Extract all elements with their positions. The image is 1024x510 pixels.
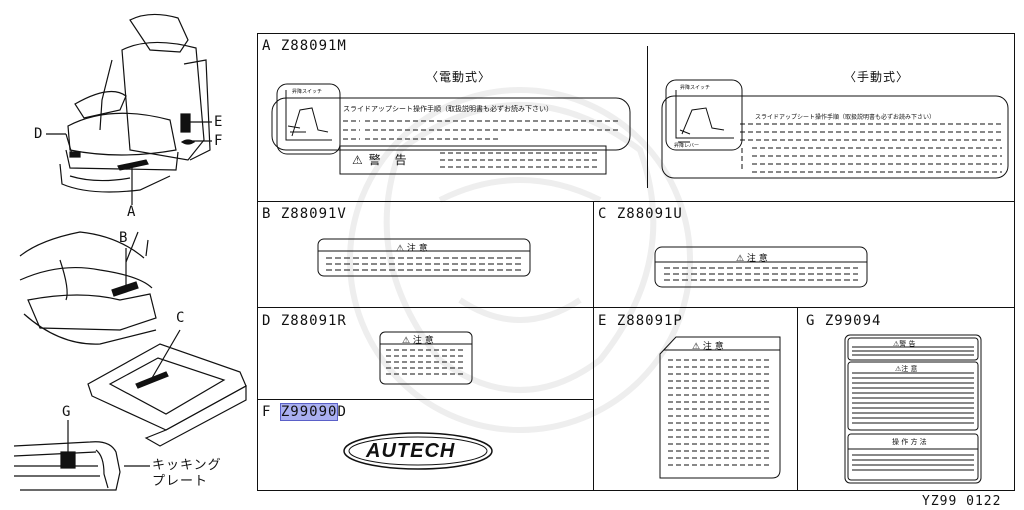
panel-a-manual-instruction: スライドアップシート操作手順（取扱説明書も必ずお読み下さい） — [755, 114, 936, 121]
label-d — [379, 331, 473, 385]
panel-b-header: B Z88091V — [262, 206, 347, 222]
panel-e-caution: ⚠ 注 意 — [692, 342, 724, 352]
label-c — [654, 246, 868, 288]
panel-grid — [257, 33, 1015, 491]
panel-g-caution: ⚠注 意 — [895, 365, 918, 373]
autech-logo-text: AUTECH — [366, 440, 456, 462]
panel-d-caution: ⚠ 注 意 — [402, 336, 434, 346]
figure-code: YZ99 0122 — [922, 494, 1002, 509]
panel-f-prefix: F — [262, 404, 281, 420]
callout-e: E — [214, 114, 224, 130]
callout-b: B — [119, 230, 129, 246]
panel-g-warning: ⚠警 告 — [893, 340, 916, 348]
label-a-manual — [661, 79, 1009, 179]
kicking-plate-section — [13, 420, 150, 491]
seat-illustration — [46, 13, 212, 205]
panel-f-header: F Z99090D — [262, 403, 347, 421]
panel-a-manual-title: 〈手動式〉 — [844, 70, 910, 84]
kicking-plate-label: キッキング プレート — [152, 458, 222, 489]
panel-a-lever-label: 昇降レバー — [674, 143, 700, 149]
panel-g-operation: 操 作 方 法 — [892, 438, 927, 446]
seat-side-detail — [19, 231, 157, 345]
panel-b-caution: ⚠ 注 意 — [396, 244, 428, 254]
label-a-electric — [271, 83, 631, 175]
watermark-emblem — [347, 87, 693, 433]
label-g — [844, 334, 982, 484]
panel-f-part-number[interactable]: Z99090 — [279, 403, 339, 421]
panel-a-warning-heading: ⚠ 警 告 — [352, 153, 408, 167]
panel-d-header: D Z88091R — [262, 313, 347, 329]
callout-g: G — [62, 404, 72, 420]
panel-c-header: C Z88091U — [598, 206, 683, 222]
panel-a-manual-switch-label: 昇降スイッチ — [680, 85, 711, 91]
label-e — [659, 336, 781, 479]
panel-e-header: E Z88091P — [598, 313, 683, 329]
panel-a-switch-label: 昇降スイッチ — [292, 89, 323, 95]
panel-a-header: A Z88091M — [262, 38, 347, 54]
panel-c-caution: ⚠ 注 意 — [736, 254, 768, 264]
callout-d: D — [34, 126, 44, 142]
panel-g-header: G Z99094 — [806, 313, 882, 329]
callout-a: A — [127, 204, 137, 220]
callout-f: F — [214, 133, 224, 149]
panel-f-suffix: D — [337, 404, 347, 420]
panel-a-electric-title: 〈電動式〉 — [426, 70, 492, 84]
panel-a-electric-instruction: スライドアップシート操作手順（取扱説明書も必ずお読み下さい） — [343, 105, 553, 113]
kicking-plate-detail — [87, 329, 247, 447]
autech-emblem — [343, 432, 493, 470]
callout-c: C — [176, 310, 186, 326]
label-b — [317, 238, 531, 277]
